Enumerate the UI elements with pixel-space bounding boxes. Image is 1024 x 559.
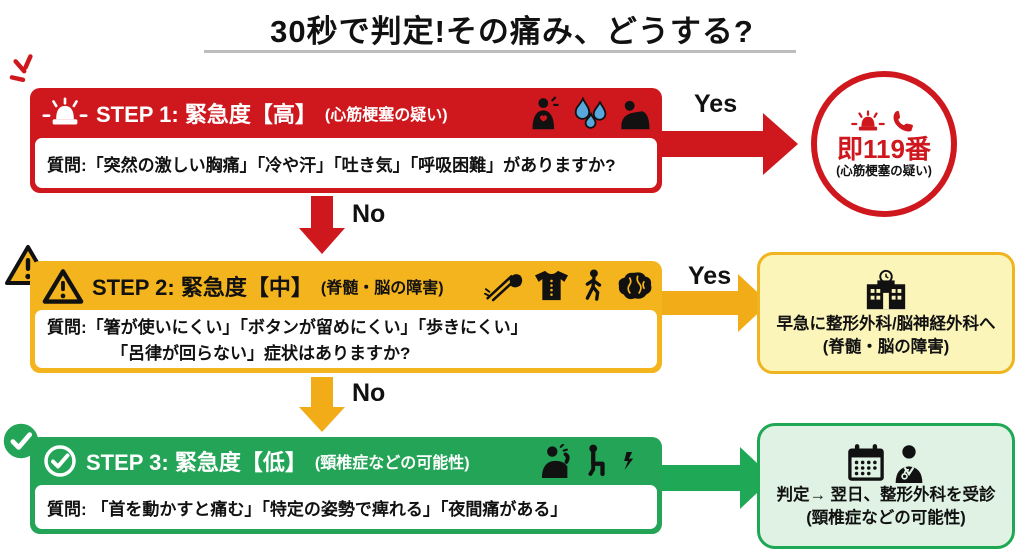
hospital-outcome-line2: (脊髄・脳の障害)	[822, 338, 950, 356]
step1-no-arrowhead	[299, 228, 345, 254]
step2-question-line1: 質問:「箸が使いにくい」「ボタンが留めにくい」「歩きにくい」	[47, 318, 528, 337]
siren-icon	[42, 97, 88, 125]
step3-symptom-icons	[540, 444, 654, 478]
clinic-outcome-box: 判定→ 翌日、整形外科を受診 (頸椎症などの可能性)	[757, 423, 1015, 549]
night-pain-moon-icon	[624, 445, 654, 477]
clinic-outcome-line1: 判定→ 翌日、整形外科を受診	[776, 486, 996, 505]
step1-title: STEP 1: 緊急度【高】	[96, 102, 317, 127]
step2-no-arrow	[311, 377, 333, 407]
title-underline	[204, 50, 796, 53]
step1-no-arrow	[311, 196, 333, 228]
step3-panel: STEP 3: 緊急度【低】 (頸椎症などの可能性)	[30, 437, 662, 534]
emergency-call-badge: 即119番 (心筋梗塞の疑い)	[811, 71, 957, 217]
step3-title: STEP 3: 緊急度【低】	[86, 450, 307, 475]
step3-question: 質問: 「首を動かすと痛む」「特定の姿勢で痺れる」「夜間痛がある」	[35, 485, 657, 529]
neck-pain-person-icon	[541, 444, 570, 478]
call-119-subtext: (心筋梗塞の疑い)	[836, 163, 932, 178]
emergency-icons	[851, 109, 917, 135]
step3-note: (頸椎症などの可能性)	[314, 455, 470, 472]
step1-header: STEP 1: 緊急度【高】 (心筋梗塞の疑い)	[30, 88, 662, 138]
call-119-text: 即119番	[837, 134, 931, 165]
step2-header: STEP 2: 緊急度【中】 (脊髄・脳の障害)	[30, 261, 662, 310]
hospital-outcome-line1: 早急に整形外科/脳神経外科へ	[776, 315, 996, 334]
step1-symptom-icons	[528, 96, 654, 130]
step3-arrow	[661, 465, 740, 491]
brain-icon	[618, 271, 652, 299]
step2-question-line2: 「呂律が回らない」症状はありますか?	[111, 343, 411, 363]
siren-icon	[851, 110, 885, 131]
phone-icon	[893, 111, 913, 132]
step2-panel: STEP 2: 緊急度【中】 (脊髄・脳の障害)	[30, 261, 662, 373]
warning-triangle-icon	[42, 268, 84, 304]
step2-question: 質問:「箸が使いにくい」「ボタンが留めにくい」「歩きにくい」 「呂律が回らない」…	[35, 310, 657, 368]
step2-note: (脊髄・脳の障害)	[320, 279, 444, 297]
hospital-icon	[866, 270, 906, 310]
step1-panel: STEP 1: 緊急度【高】 (心筋梗塞の疑い)	[30, 88, 662, 193]
calendar-icon	[848, 444, 884, 482]
step2-no-arrowhead	[299, 407, 345, 432]
step1-note: (心筋梗塞の疑い)	[324, 107, 448, 124]
check-circle-icon	[44, 445, 76, 477]
step2-symptom-icons	[484, 268, 654, 303]
walking-person-icon	[585, 268, 602, 301]
sweat-drops-icon	[574, 96, 607, 129]
nausea-person-icon	[619, 100, 650, 130]
doctor-icon	[895, 445, 923, 484]
clinic-outcome-line2: (頸椎症などの可能性)	[806, 509, 966, 527]
step1-no-label: No	[352, 200, 386, 228]
chest-pain-person-icon	[532, 96, 559, 130]
step2-title: STEP 2: 緊急度【中】	[92, 274, 313, 300]
step1-yes-arrowhead	[763, 113, 798, 175]
step1-yes-arrow	[661, 131, 764, 157]
sitting-person-icon	[588, 444, 605, 477]
step1-yes-label: Yes	[694, 90, 738, 118]
alert-rays-icon	[9, 54, 33, 83]
page-title: 30秒で判定!その痛み、どうする?	[270, 14, 754, 49]
clinic-icons	[846, 443, 926, 484]
hospital-outcome-box: 早急に整形外科/脳神経外科へ (脊髄・脳の障害)	[757, 252, 1015, 374]
step1-question: 質問:「突然の激しい胸痛」「冷や汗」「吐き気」「呼吸困難」がありますか?	[35, 138, 657, 188]
step2-yes-arrow	[661, 291, 738, 315]
shirt-button-icon	[535, 270, 568, 301]
chopsticks-hand-icon	[484, 274, 523, 302]
step2-yes-label: Yes	[688, 262, 732, 290]
step2-no-label: No	[352, 379, 386, 407]
step3-header: STEP 3: 緊急度【低】 (頸椎症などの可能性)	[30, 437, 662, 485]
